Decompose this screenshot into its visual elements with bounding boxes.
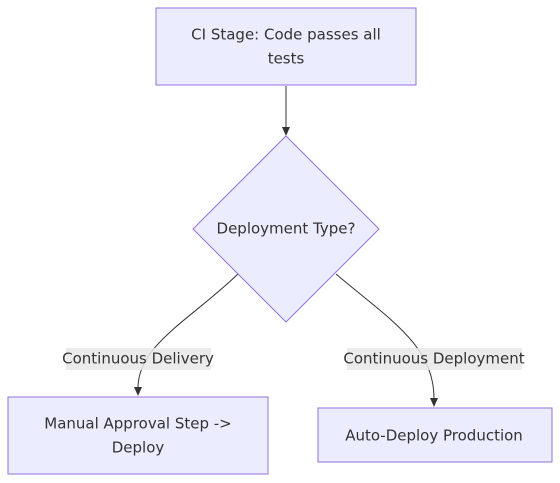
node-auto-deploy-box [317, 407, 553, 463]
edge-label-delivery-text: Continuous Delivery [62, 350, 214, 368]
node-ci-stage: CI Stage: Code passes all tests [155, 7, 417, 86]
edge-decision-to-manual [134, 273, 239, 396]
arrowhead-icon [282, 127, 290, 136]
node-decision-diamond [192, 135, 380, 323]
edge-label-delivery: Continuous Delivery [62, 348, 214, 370]
edge-label-deployment-text: Continuous Deployment [343, 350, 524, 368]
edge-label-deployment: Continuous Deployment [343, 348, 525, 370]
node-manual-approval: Manual Approval Step -> Deploy [7, 396, 269, 475]
node-ci-stage-box [155, 7, 417, 86]
node-ci-stage-line2: tests [268, 50, 305, 68]
node-manual-approval-box [7, 396, 269, 475]
arrowhead-icon [430, 398, 438, 407]
node-auto-deploy-label: Auto-Deploy Production [345, 427, 523, 445]
node-decision: Deployment Type? [192, 135, 380, 323]
node-manual-approval-line1: Manual Approval Step -> [44, 415, 232, 433]
edge-label-deployment-bg [347, 348, 522, 370]
edge-line [137, 273, 239, 389]
edge-label-delivery-bg [66, 348, 211, 370]
node-auto-deploy: Auto-Deploy Production [317, 407, 553, 463]
node-decision-label: Deployment Type? [217, 220, 356, 238]
node-ci-stage-line1: CI Stage: Code passes all [191, 26, 381, 44]
arrowhead-icon [134, 387, 142, 396]
edge-decision-to-auto [335, 273, 438, 407]
edge-ci-to-decision [282, 86, 290, 136]
edge-line [335, 273, 435, 400]
node-manual-approval-line2: Deploy [112, 439, 165, 457]
